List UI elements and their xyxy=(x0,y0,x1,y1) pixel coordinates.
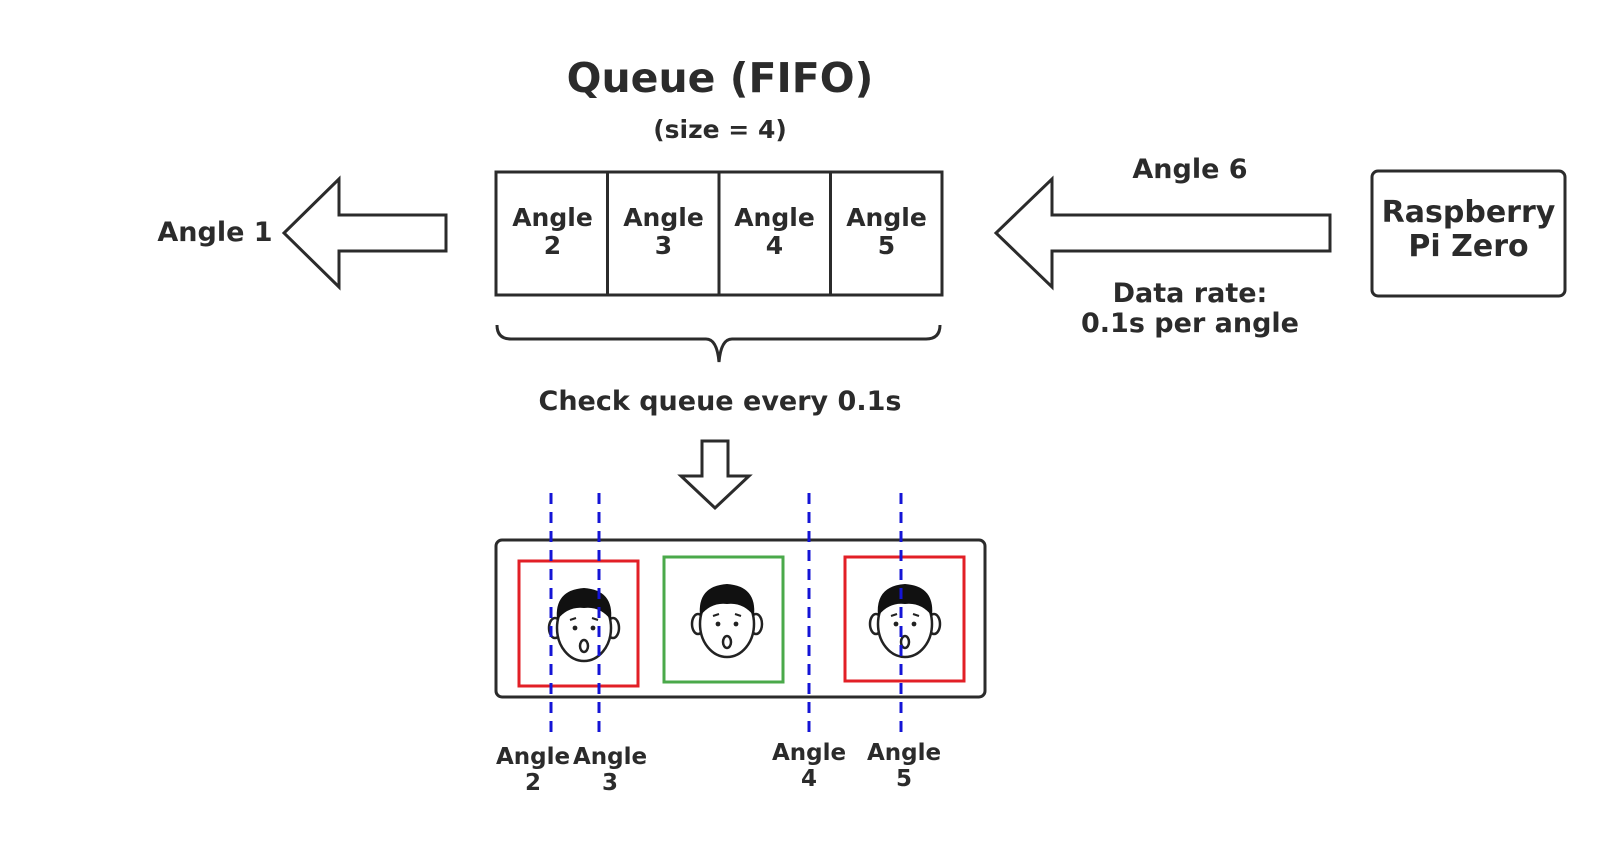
angle-line-label: Angle 3 xyxy=(570,744,650,797)
angle-line-label-number: 2 xyxy=(524,770,541,797)
face-icon xyxy=(690,584,764,659)
queue-cell-label: Angle xyxy=(512,203,593,232)
check-queue-label: Check queue every 0.1s xyxy=(538,386,902,417)
check-down-arrow xyxy=(677,439,753,511)
queue-cell-number: 4 xyxy=(765,231,784,260)
queue-cell-number: 5 xyxy=(877,231,896,260)
queue-brace xyxy=(495,324,942,363)
diagram-subtitle: (size = 4) xyxy=(653,115,787,144)
angle-line-label-text: Angle xyxy=(866,740,942,766)
angle-line-label: Angle 5 xyxy=(864,740,944,793)
angle-line-label-number: 4 xyxy=(800,766,817,793)
angle-line-label: Angle 2 xyxy=(493,744,573,797)
queue-cell-number: 2 xyxy=(543,231,562,260)
queue-cell-label: Angle xyxy=(623,203,704,232)
angle-line-label-number: 5 xyxy=(895,766,912,793)
data-rate-line2: 0.1s per angle xyxy=(1081,308,1299,340)
raspberry-pi-label: Raspberry Pi Zero xyxy=(1372,196,1565,263)
diagram-title: Queue (FIFO) xyxy=(566,54,874,102)
queue-cell-label: Angle xyxy=(734,203,815,232)
detected-face-box xyxy=(517,559,640,688)
input-arrow xyxy=(993,175,1332,291)
raspberry-pi-line2: Pi Zero xyxy=(1408,228,1529,264)
queue-cell: Angle 4 xyxy=(719,204,830,260)
queue-cell: Angle 3 xyxy=(608,204,719,260)
raspberry-pi-box xyxy=(1370,169,1567,298)
queue-cell-number: 3 xyxy=(654,231,673,260)
output-label: Angle 1 xyxy=(157,217,273,248)
angle-line-label: Angle 4 xyxy=(769,740,849,793)
output-arrow xyxy=(281,175,448,291)
angle-line-label-text: Angle xyxy=(572,744,648,770)
angle-line-label-text: Angle xyxy=(771,740,847,766)
raspberry-pi-line1: Raspberry xyxy=(1381,195,1556,230)
face-icon xyxy=(868,584,942,659)
data-rate-label: Data rate: 0.1s per angle xyxy=(1060,278,1320,340)
queue-cell-label: Angle xyxy=(846,203,927,232)
queue-cell: Angle 5 xyxy=(831,204,942,260)
data-rate-line1: Data rate: xyxy=(1112,278,1268,309)
queue-cell: Angle 2 xyxy=(497,204,608,260)
input-label: Angle 6 xyxy=(1132,154,1248,185)
angle-line-label-number: 3 xyxy=(601,770,618,797)
matched-face-box xyxy=(662,555,785,684)
angle-line-label-text: Angle xyxy=(495,744,571,770)
detected-face-box xyxy=(843,555,966,683)
